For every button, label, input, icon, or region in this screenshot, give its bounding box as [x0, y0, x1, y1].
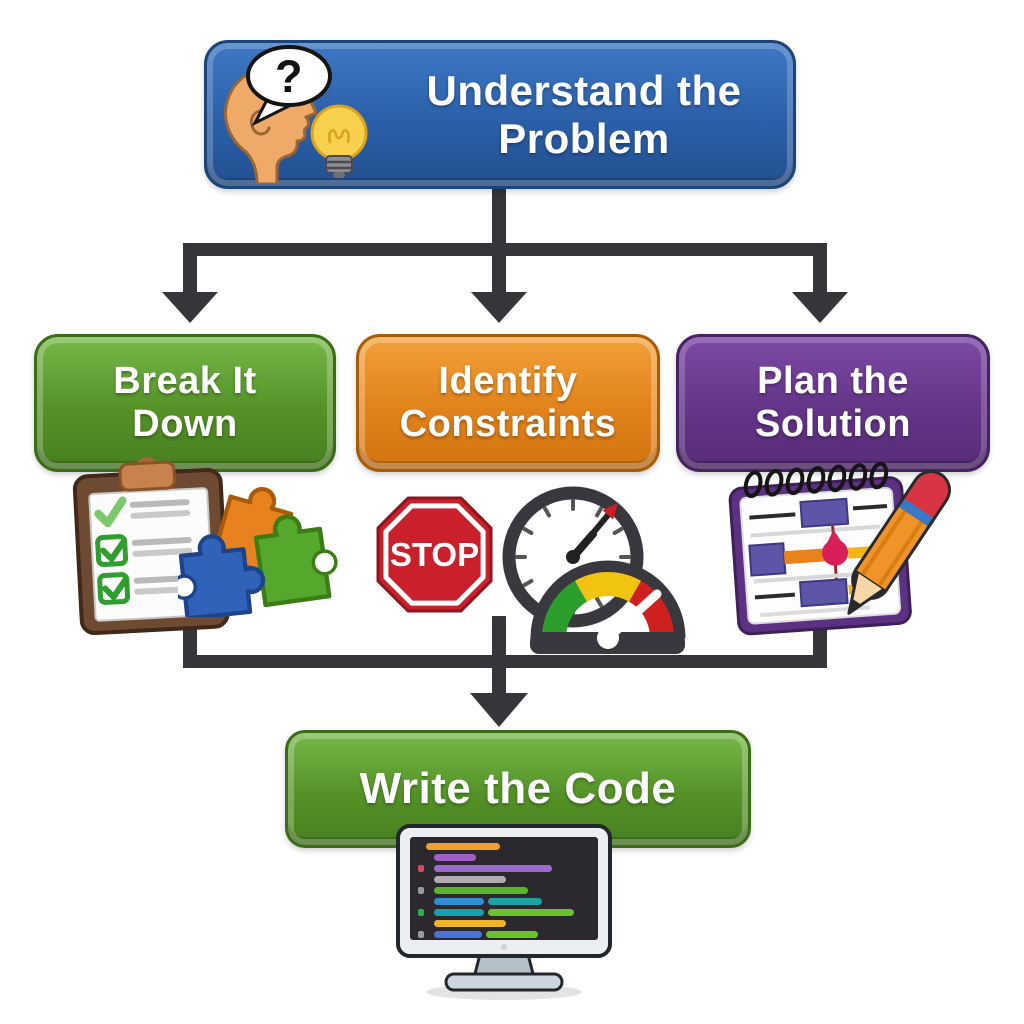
stop-sign-text: STOP [390, 536, 479, 573]
node-plan-the-solution: Plan the Solution [676, 334, 990, 472]
node-break-it-down: Break It Down [34, 334, 336, 472]
node-label-plan: Plan the Solution [755, 360, 911, 445]
question-bubble-icon: ? [246, 45, 332, 127]
node-label-identify: Identify Constraints [399, 360, 617, 445]
thinking-head-icon: ? [223, 45, 368, 184]
question-mark: ? [275, 51, 303, 102]
node-label-understand: Understand the Problem [426, 67, 742, 162]
speed-gauge-icon [530, 560, 686, 654]
stop-sign-icon: STOP [376, 496, 493, 613]
pencil-icon [847, 470, 951, 615]
node-label-break-down: Break It Down [113, 360, 257, 445]
code-lines [418, 843, 574, 938]
lightbulb-icon [310, 104, 368, 178]
planner-notepad-icon [728, 461, 951, 636]
node-identify-constraints: Identify Constraints [356, 334, 660, 472]
node-label-write-code: Write the Code [359, 764, 677, 814]
puzzle-pieces-icon [178, 487, 338, 617]
node-understand-the-problem: ? Understand the Problem [204, 40, 796, 189]
code-monitor-icon [396, 824, 612, 1000]
